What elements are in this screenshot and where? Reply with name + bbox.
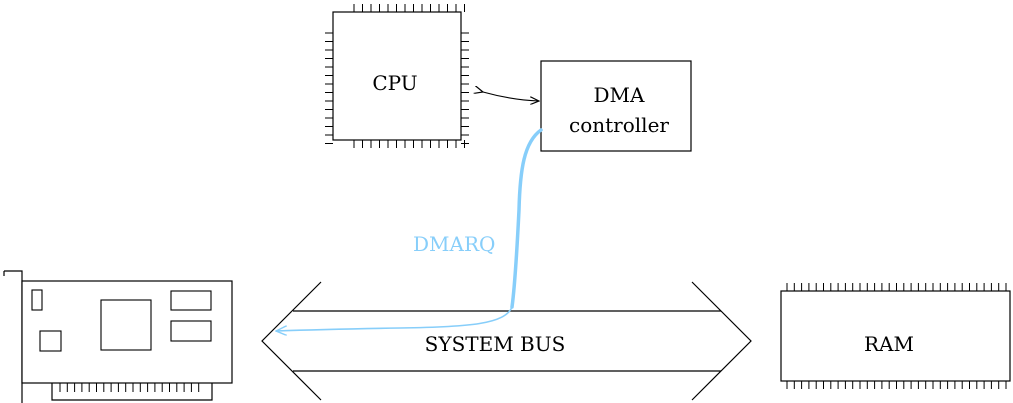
dmarq-wire	[510, 128, 543, 309]
dmarq-arrow	[276, 306, 513, 331]
card-main-chip	[100, 299, 152, 351]
bus-right-head	[691, 281, 752, 401]
ram-pins	[786, 283, 1007, 389]
dma-label-line2: controller	[569, 113, 669, 137]
card-edge-pins	[59, 383, 200, 392]
ram-body	[780, 290, 1011, 382]
bus-label: SYSTEM BUS	[425, 332, 566, 356]
dma-controller-box	[540, 60, 692, 152]
io-expansion-card	[3, 270, 233, 403]
cpu-chip: CPU	[325, 4, 469, 148]
ram-module: RAM	[780, 283, 1011, 389]
card-chip-square	[39, 330, 62, 352]
card-port-bottom	[170, 320, 212, 342]
dma-label-line1: DMA	[594, 83, 646, 107]
card-slot-small	[31, 289, 43, 311]
cpu-dma-arrow	[483, 92, 539, 101]
system-bus: SYSTEM BUS	[261, 281, 752, 401]
dma-controller: DMA controller	[540, 60, 692, 152]
card-port-top	[170, 290, 212, 311]
card-bracket	[4, 270, 23, 403]
ram-label: RAM	[864, 332, 914, 356]
cpu-body	[332, 11, 462, 141]
cpu-pins	[325, 4, 469, 148]
bus-left-head	[261, 281, 322, 401]
card-edge-connector	[51, 383, 213, 401]
cpu-label: CPU	[372, 71, 417, 95]
dmarq-signal: DMARQ	[276, 128, 543, 331]
dmarq-label: DMARQ	[413, 232, 495, 256]
